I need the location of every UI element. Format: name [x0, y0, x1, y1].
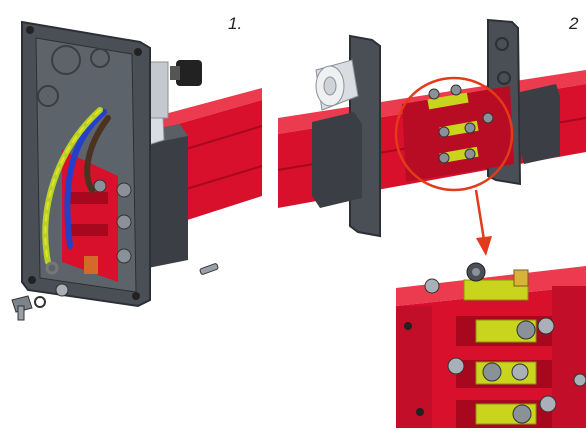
terminal-bolt-icon: [93, 179, 132, 264]
step-2-label: 2: [569, 14, 579, 33]
connector-plug-icon: [176, 60, 202, 86]
detail-callout-circle: [394, 76, 514, 192]
wiring-harness: [42, 107, 111, 265]
step-1-label: 1.: [228, 14, 243, 33]
step-1-illustration: [11, 20, 263, 321]
step-2-illustration: [277, 18, 586, 256]
loose-screw-hardware: [11, 263, 219, 321]
rail-top-face: [150, 88, 262, 132]
terminal-bolt-icon: [428, 84, 494, 164]
copper-contact: [84, 256, 98, 274]
cable-gland-icon: [315, 59, 359, 111]
terminal-bolt-icon: [404, 262, 586, 424]
end-cap-block: [140, 124, 188, 268]
detail-view-illustration: [396, 262, 586, 428]
arrow-down-icon: [474, 189, 492, 256]
